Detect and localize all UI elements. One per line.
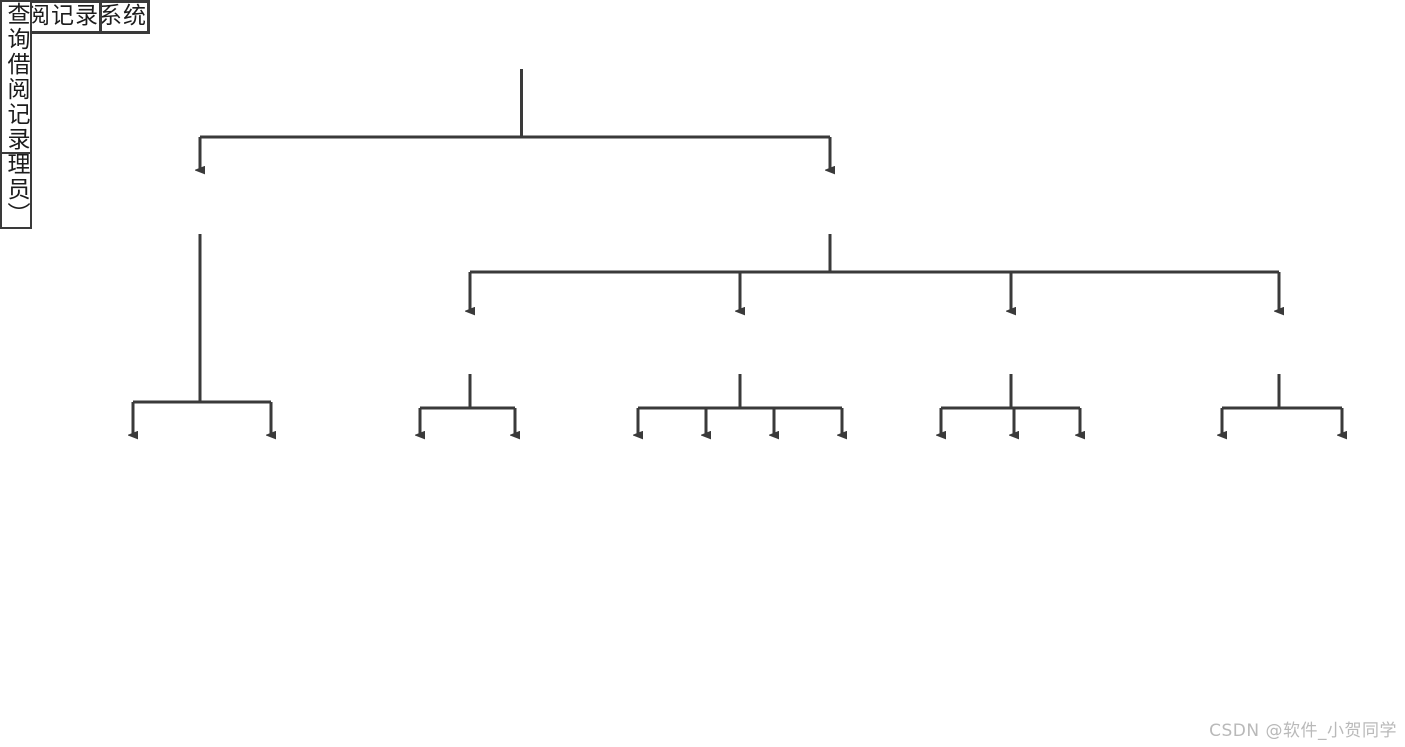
node-leaf-query-record[interactable]: 查询借阅记录 — [0, 0, 33, 154]
node-label: 查询借阅记录 — [3, 2, 30, 152]
csdn-watermark: CSDN @软件_小贺同学 — [1209, 721, 1397, 741]
